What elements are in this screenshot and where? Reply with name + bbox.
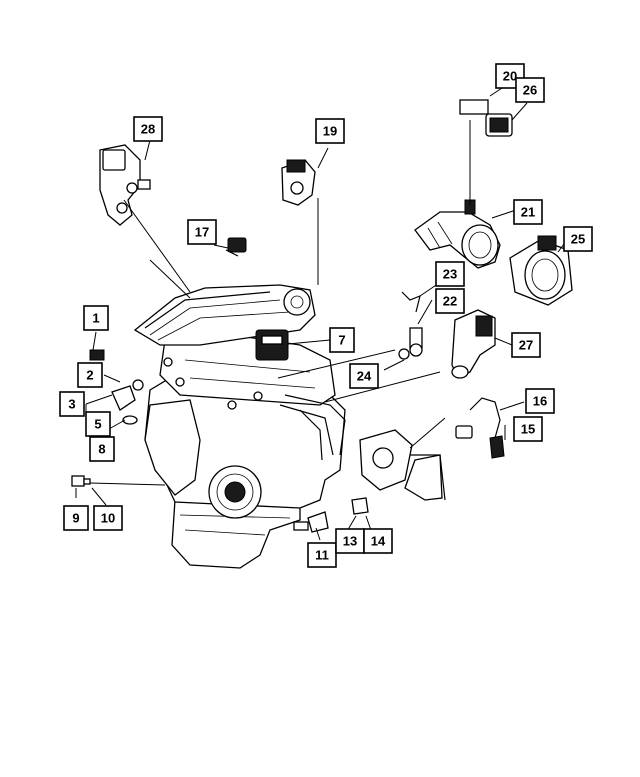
- air-inlet-hose: [414, 199, 501, 269]
- o-ring: [398, 348, 410, 360]
- callout-label: 15: [521, 422, 535, 437]
- idle-air-control-valve: [451, 309, 496, 379]
- exhaust-manifold-gasket: [359, 429, 446, 501]
- engine-assembly: [133, 284, 346, 569]
- callout-label: 22: [443, 294, 457, 309]
- callout-label: 24: [357, 369, 372, 384]
- callout-21: 21: [513, 199, 543, 225]
- camshaft-position-sensor: [99, 144, 151, 226]
- callout-label: 2: [86, 368, 93, 383]
- callout-9: 9: [63, 505, 89, 531]
- oxygen-sensor-upstream: [455, 397, 505, 459]
- callout-label: 11: [315, 548, 329, 563]
- callout-2: 2: [77, 362, 103, 388]
- callout-3: 3: [59, 391, 85, 417]
- coolant-temperature-sensor: [459, 99, 513, 137]
- callout-label: 20: [503, 69, 517, 84]
- callout-label: 5: [94, 417, 101, 432]
- callout-label: 21: [521, 205, 535, 220]
- callout-label: 1: [92, 311, 99, 326]
- callout-8: 8: [89, 436, 115, 462]
- oil-pressure-switch-clip: [401, 291, 421, 313]
- callout-label: 16: [533, 394, 547, 409]
- engine-left-small-parts: [89, 349, 144, 425]
- callout-13: 13: [335, 528, 365, 554]
- callout-26: 26: [515, 77, 545, 103]
- callout-27: 27: [511, 332, 541, 358]
- oil-level-sensor: [71, 475, 91, 487]
- throttle-position-sensor: [281, 159, 316, 206]
- callout-label: 19: [323, 124, 337, 139]
- callout-14: 14: [363, 528, 393, 554]
- callout-label: 10: [101, 511, 115, 526]
- callout-1: 1: [83, 305, 109, 331]
- exhaust-bracket: [404, 454, 443, 501]
- callout-28: 28: [133, 116, 163, 142]
- callout-7: 7: [329, 327, 355, 353]
- callout-label: 8: [98, 442, 105, 457]
- callout-16: 16: [525, 388, 555, 414]
- callout-label: 14: [371, 534, 386, 549]
- callout-11: 11: [307, 542, 337, 568]
- callout-label: 3: [68, 397, 75, 412]
- callout-label: 13: [343, 534, 357, 549]
- callout-25: 25: [563, 226, 593, 252]
- callout-label: 7: [338, 333, 345, 348]
- mass-airflow-sensor: [509, 235, 573, 306]
- callout-label: 25: [571, 232, 585, 247]
- map-sensor: [225, 237, 247, 257]
- knock-sensor: [351, 497, 369, 515]
- callout-label: 17: [195, 225, 209, 240]
- crankshaft-position-sensor: [293, 511, 329, 533]
- callout-19: 19: [315, 118, 345, 144]
- oil-pressure-switch: [409, 327, 423, 357]
- callout-label: 23: [443, 267, 457, 282]
- callout-5: 5: [85, 411, 111, 437]
- callout-10: 10: [93, 505, 123, 531]
- callout-24: 24: [349, 363, 379, 389]
- callout-label: 9: [72, 511, 79, 526]
- callout-17: 17: [187, 219, 217, 245]
- callout-23: 23: [435, 261, 465, 287]
- callout-22: 22: [435, 288, 465, 314]
- callout-label: 28: [141, 122, 155, 137]
- callout-15: 15: [513, 416, 543, 442]
- callout-label: 27: [519, 338, 533, 353]
- callout-label: 26: [523, 83, 537, 98]
